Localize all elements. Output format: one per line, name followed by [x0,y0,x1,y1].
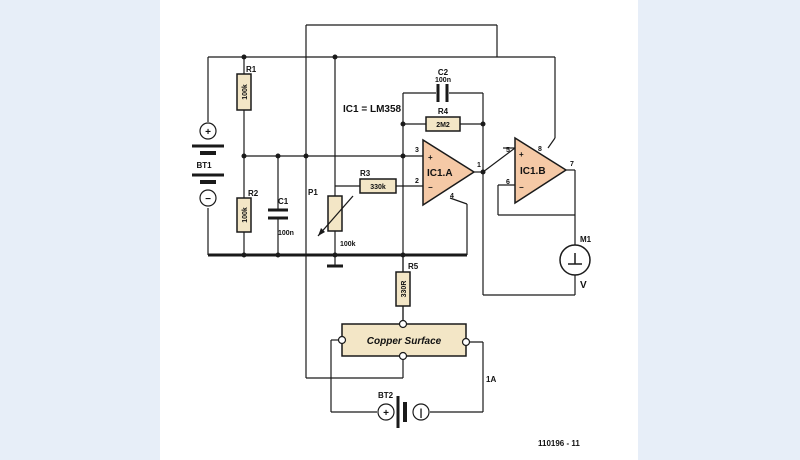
circuit-diagram: + BT1 − 100k R1 100k R2 C1 100n P1 100k … [192,24,592,448]
r4-label: R4 [438,107,449,116]
svg-text:330R: 330R [401,281,408,298]
svg-text:|: | [420,408,423,419]
wires [207,24,576,413]
p1-potentiometer: P1 100k [308,188,356,248]
r3-resistor: 330k R3 [359,169,397,194]
m1-label: M1 [580,235,592,244]
svg-text:−: − [519,183,524,192]
svg-text:1: 1 [477,162,481,169]
svg-text:+: + [205,127,211,138]
svg-text:4: 4 [450,193,454,200]
c2-value: 100n [435,77,451,84]
r2-resistor: 100k R2 [236,189,259,233]
svg-text:−: − [428,183,433,192]
r1-resistor: 100k R1 [236,65,257,111]
bt2-battery: + | BT2 [377,391,430,428]
ic1b-label: IC1.B [520,166,546,177]
ic1a-opamp: + − IC1.A 3 2 1 4 [415,138,481,207]
figure-number: 110196 - 11 [538,439,580,448]
c1-label: C1 [278,197,289,206]
schematic-canvas: + BT1 − 100k R1 100k R2 C1 100n P1 100k … [160,0,638,460]
r2-label: R2 [248,189,259,198]
r3-label: R3 [360,169,371,178]
p1-value: 100k [340,241,356,248]
bt2-label: BT2 [378,391,394,400]
svg-text:100k: 100k [242,84,249,100]
c2-label: C2 [438,68,449,77]
svg-text:5: 5 [506,147,510,154]
junctions [241,54,486,258]
r1-label: R1 [246,65,257,74]
copper-label: Copper Surface [367,336,442,347]
c1-value: 100n [278,230,294,237]
p1-label: P1 [308,188,318,197]
svg-text:8: 8 [538,146,542,153]
svg-text:+: + [383,408,389,419]
svg-text:−: − [205,194,211,205]
svg-text:6: 6 [506,179,510,186]
c1-capacitor: C1 100n [268,197,294,237]
m1-voltmeter: M1 V [559,235,592,291]
copper-surface: Copper Surface [337,319,471,361]
c2-capacitor: C2 100n [435,68,451,102]
r5-label: R5 [408,262,419,271]
svg-text:+: + [428,153,433,162]
r5-resistor: 330R R5 [395,262,419,307]
svg-text:2M2: 2M2 [436,122,450,129]
m1-unit: V [580,280,587,291]
svg-text:+: + [519,150,524,159]
bt1-battery: + BT1 − [192,122,224,207]
bt1-label: BT1 [196,161,212,170]
svg-text:100k: 100k [242,207,249,223]
svg-text:3: 3 [415,147,419,154]
current-label: 1A [486,375,496,384]
ic-label: IC1 = LM358 [343,104,402,115]
svg-text:7: 7 [570,161,574,168]
svg-text:330k: 330k [370,184,386,191]
svg-text:2: 2 [415,178,419,185]
ic1b-opamp: + − IC1.B 5 6 7 8 [506,136,574,205]
r4-resistor: 2M2 R4 [425,107,461,132]
ic1a-label: IC1.A [427,168,453,179]
